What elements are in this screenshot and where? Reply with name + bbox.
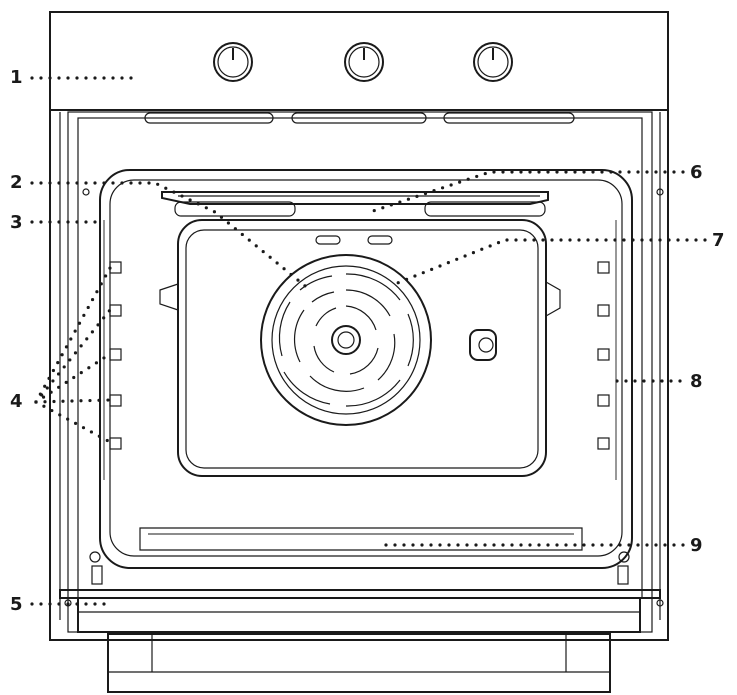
grill-element	[161, 191, 549, 217]
bottom-trim	[77, 597, 641, 633]
label-7: 7	[712, 230, 725, 251]
oven-base	[107, 633, 611, 693]
control-knob-icon	[473, 42, 513, 82]
back-panel	[159, 219, 561, 477]
label-4: 4	[10, 391, 23, 412]
label-9: 9	[690, 535, 703, 556]
oven-body	[49, 109, 669, 641]
callout-labels: 1 2 3 4 5 6 7 8 9	[10, 67, 725, 615]
leader-lines	[30, 76, 707, 606]
label-5: 5	[10, 594, 23, 615]
door-hinge	[59, 565, 661, 599]
label-3: 3	[10, 212, 23, 233]
control-knob-icon	[213, 42, 253, 82]
left-shelf-supports	[103, 220, 122, 480]
right-shelf-supports	[597, 220, 617, 480]
control-panel	[49, 11, 669, 124]
control-knob-icon	[344, 42, 384, 82]
oven-lamp-icon	[469, 329, 497, 361]
label-8: 8	[690, 371, 703, 392]
lower-heating-element	[139, 527, 583, 551]
oven-cavity	[99, 169, 633, 569]
label-6: 6	[690, 162, 703, 183]
fan-icon	[260, 254, 432, 426]
label-2: 2	[10, 172, 23, 193]
label-1: 1	[10, 67, 23, 88]
